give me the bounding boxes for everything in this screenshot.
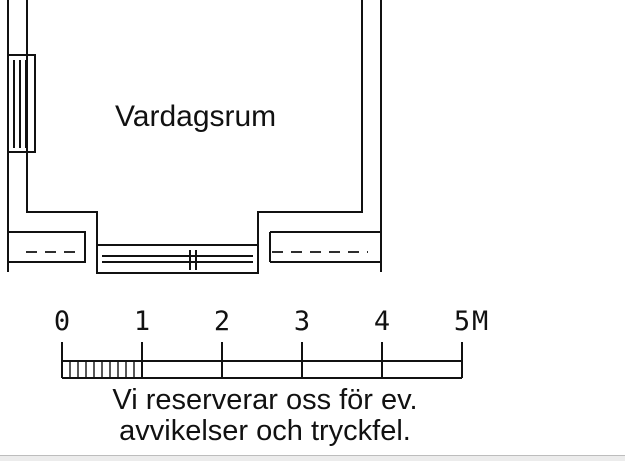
scale-tick-label: 4 — [373, 306, 391, 337]
scale-tick-label: 2 — [213, 306, 231, 337]
scale-tick-label: 3 — [293, 306, 311, 337]
scale-bar — [61, 342, 463, 379]
scale-tick-label: 0 — [53, 306, 71, 337]
scale-bar-minor-ticks — [69, 361, 135, 378]
bottom-scrollbar-strip — [0, 455, 625, 461]
left-wall-base — [8, 231, 86, 263]
scale-tick-label: 1 — [133, 306, 151, 337]
left-window-glass — [13, 60, 27, 148]
scale-bar-frame — [61, 342, 463, 379]
left-window — [7, 54, 36, 153]
scale-bar-major-ticks — [141, 342, 383, 378]
bottom-door-glass — [102, 250, 253, 270]
right-wall-base — [269, 231, 381, 263]
scale-unit-label: M — [472, 306, 489, 337]
disclaimer-line-1: Vi reserverar oss för ev. — [112, 384, 418, 416]
right-wall-inner — [257, 0, 363, 272]
scale-tick-label: 5 — [453, 306, 471, 337]
room-label: Vardagsrum — [115, 100, 277, 133]
bottom-door — [96, 244, 259, 274]
disclaimer-line-2: avvikelser och tryckfel. — [119, 415, 411, 447]
